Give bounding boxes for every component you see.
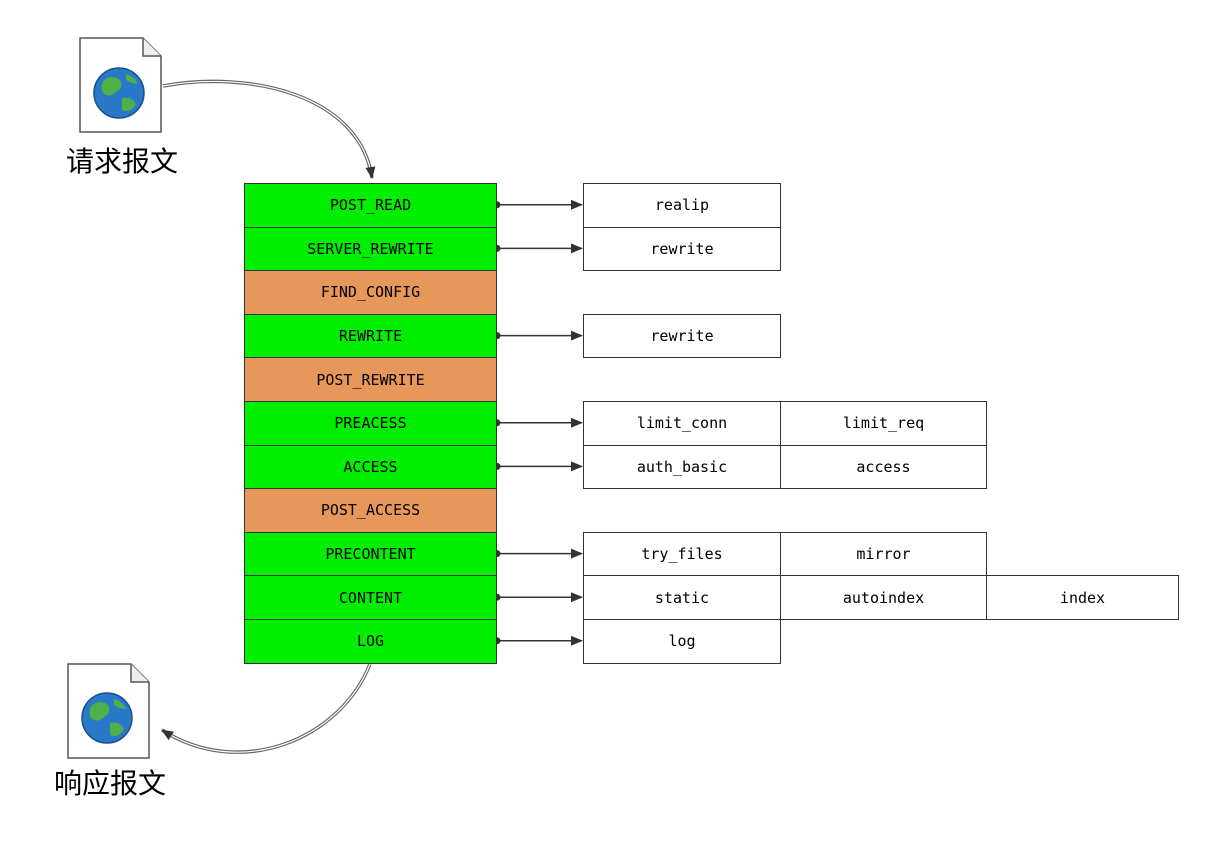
module-rewrite: rewrite xyxy=(583,313,781,359)
response-flow-arrow xyxy=(161,663,372,754)
response-document-icon xyxy=(67,663,150,759)
request-flow-arrow xyxy=(162,79,374,179)
module-realip: realip xyxy=(583,183,781,228)
phase-content: CONTENT xyxy=(244,575,497,620)
module-index: index xyxy=(986,575,1179,620)
phase-log: LOG xyxy=(244,619,497,664)
module-limit-conn: limit_conn xyxy=(583,401,781,446)
phase-post-access: POST_ACCESS xyxy=(244,488,497,533)
module-access: access xyxy=(780,444,987,490)
request-label: 请求报文 xyxy=(66,145,179,178)
module-log: log xyxy=(583,619,781,664)
phase-rewrite: REWRITE xyxy=(244,313,497,359)
request-document-icon xyxy=(79,37,162,133)
phase-post-rewrite: POST_REWRITE xyxy=(244,357,497,402)
module-mirror: mirror xyxy=(780,531,987,577)
phase-server-rewrite: SERVER_REWRITE xyxy=(244,226,497,272)
phase-post-read: POST_READ xyxy=(244,183,497,228)
phase-access: ACCESS xyxy=(244,444,497,490)
module-static: static xyxy=(583,575,781,620)
module-try-files: try_files xyxy=(583,531,781,577)
module-autoindex: autoindex xyxy=(780,575,987,620)
phase-precontent: PRECONTENT xyxy=(244,531,497,577)
module-limit-req: limit_req xyxy=(780,401,987,446)
module-auth-basic: auth_basic xyxy=(583,444,781,490)
response-label: 响应报文 xyxy=(54,767,167,800)
phase-find-config: FIND_CONFIG xyxy=(244,270,497,315)
phase-preacess: PREACESS xyxy=(244,401,497,446)
module-rewrite: rewrite xyxy=(583,226,781,272)
